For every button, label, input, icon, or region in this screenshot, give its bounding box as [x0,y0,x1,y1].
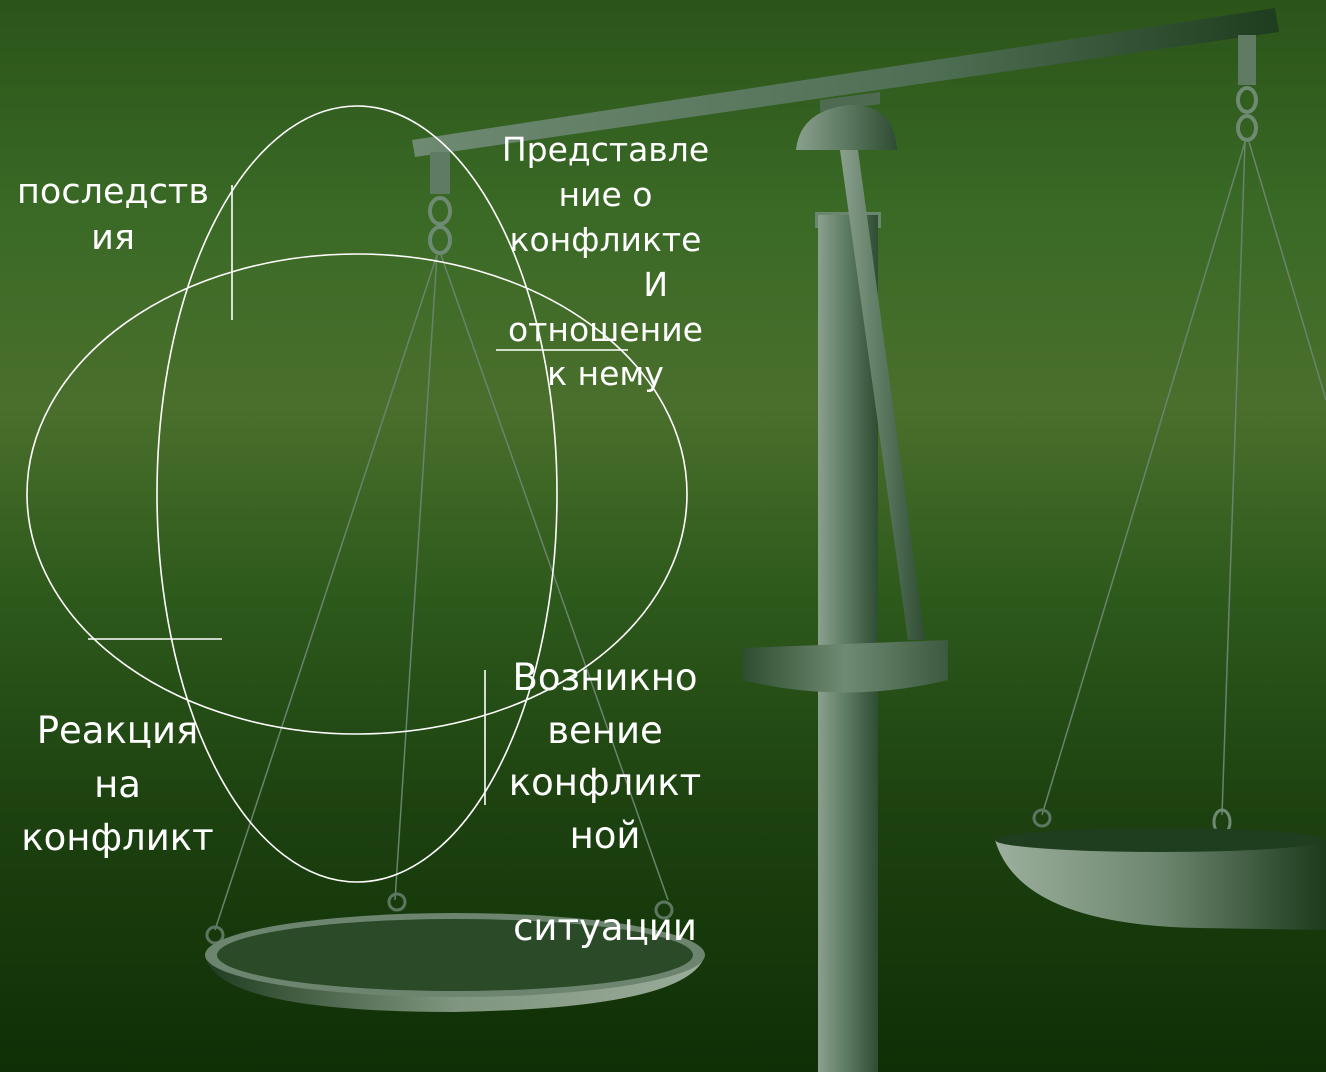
right-hanger [1032,35,1326,864]
label-line: конфликт [508,761,702,805]
label-emergence: Возникно вение конфликт ной ситуации [500,652,710,955]
left-pan [205,913,705,1012]
scale-pillar [742,105,948,1072]
label-line: ной [569,813,641,857]
label-line: ние о [558,174,653,214]
diagram-ellipse-wide [26,253,688,735]
scale-beam [412,8,1279,157]
label-line: ситуации [513,906,697,950]
cycle-diagram [26,105,688,883]
label-line: И [643,264,668,304]
left-hanger [205,152,674,945]
label-line: Возникно [512,656,698,699]
label-line: последств [17,172,209,212]
label-line: отношение [507,309,703,349]
label-reaction: Реакция на конфликт [10,704,225,865]
label-perception: Представле ние о конфликте И отношение к… [498,128,713,397]
label-line: Представле [501,130,710,169]
label-line: на [94,762,141,806]
right-pan [995,828,1326,930]
diagram-ellipse-vertical [156,105,558,883]
label-line: вение [547,708,663,752]
label-line: конфликт [21,816,214,860]
label-line: к нему [547,354,664,394]
label-line: Реакция [36,709,199,752]
label-consequences: последств ия [8,170,218,261]
label-line: конфликте [509,219,702,259]
label-line: ия [91,217,135,258]
